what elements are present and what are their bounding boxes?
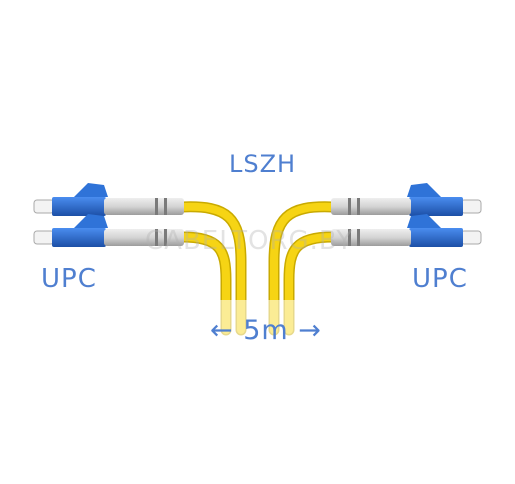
jacket-label: LSZH (229, 150, 297, 178)
length-label: ← 5m → (210, 315, 322, 346)
polish-label-right: UPC (412, 264, 468, 294)
lc-connector-icon (33, 214, 184, 247)
lc-connector-icon (331, 214, 482, 247)
watermark: CABELTORG.BY (145, 226, 354, 256)
fiber-cable-icon (176, 201, 339, 336)
lc-connector-icon (331, 183, 482, 216)
lc-connector-icon (33, 183, 184, 216)
polish-label-left: UPC (41, 264, 97, 294)
